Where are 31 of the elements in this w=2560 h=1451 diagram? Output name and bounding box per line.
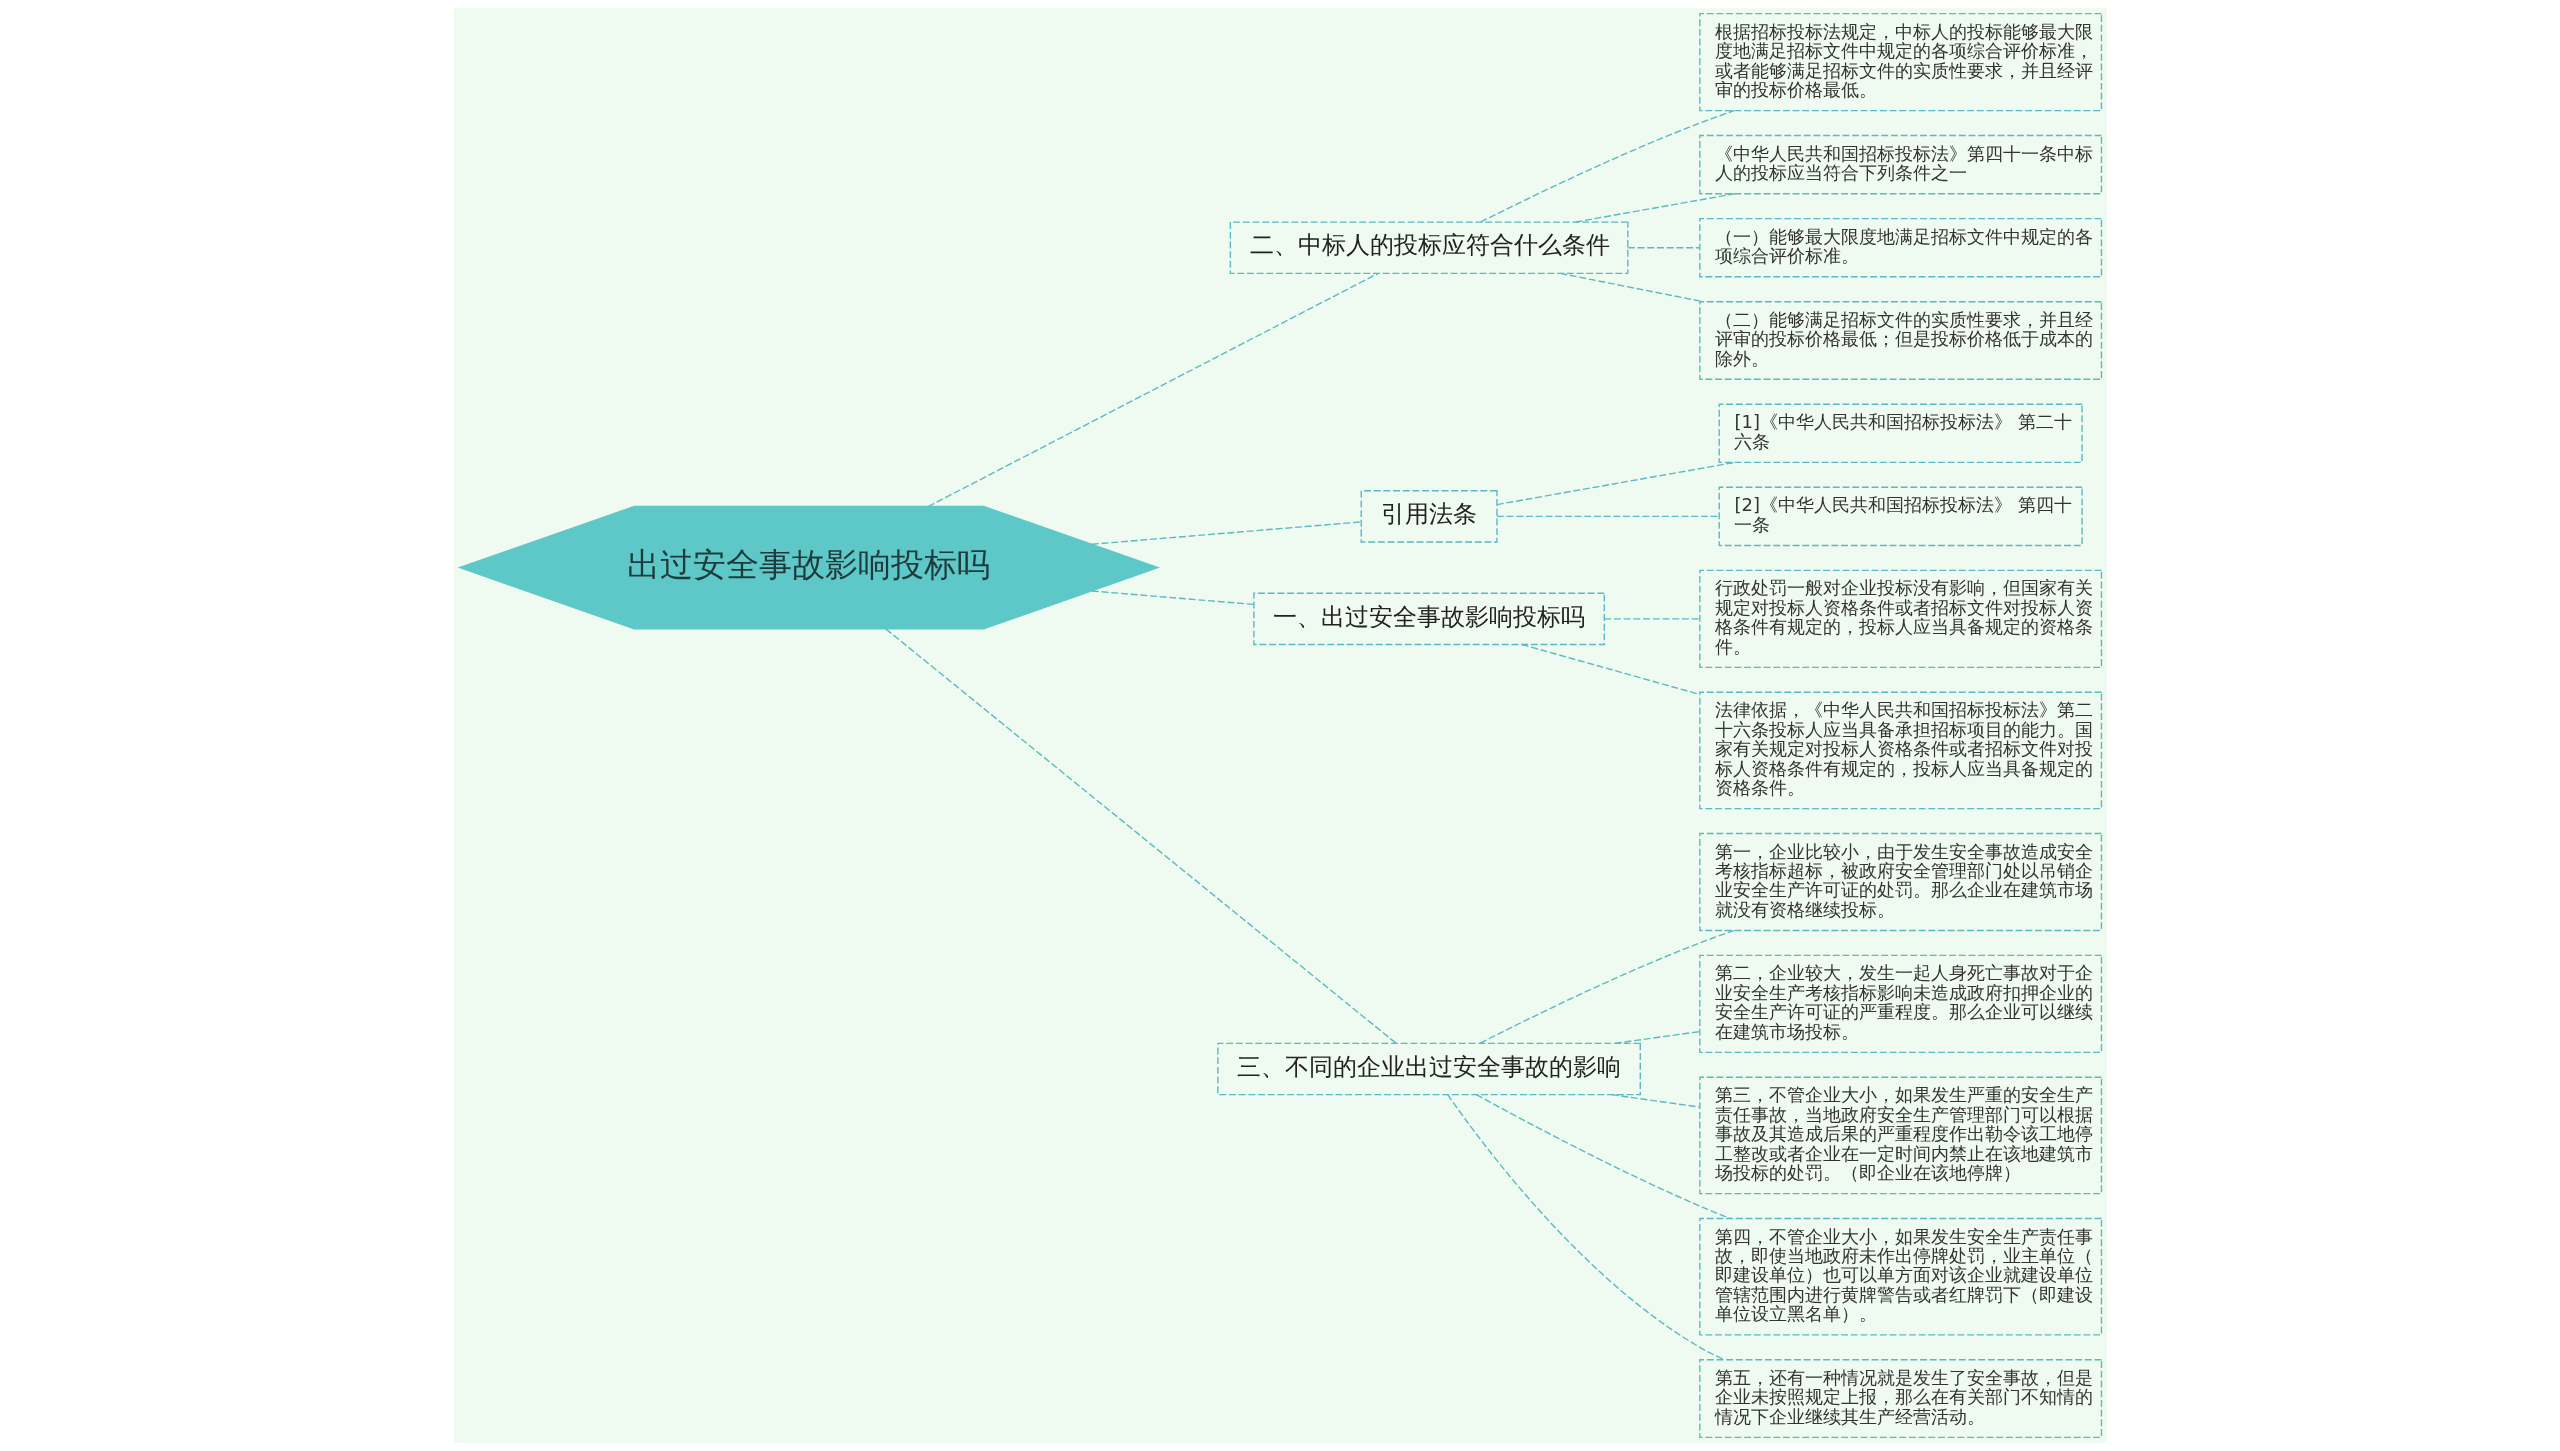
connector [1613,1030,1700,1044]
node-box: 一、出过安全事故影响投标吗 [1252,592,1605,646]
connector [1495,461,1735,506]
node-box: 根据招标投标法规定，中标人的投标能够最大限度地满足招标文件中规定的各项综合评价标准，或者能够满足招标文件的实质性要求，并且经评审的投标价格最低。 [1698,12,2102,112]
connector [1475,1093,1731,1220]
node-box: 法律依据，《中华人民共和国招标投标法》第二十六条投标人应当具备承担招标项目的能力。国家有关规定对投标人资格条件或者招标文件对投标人资格条件有规定的，投标人应当具备规定的资格条件。 [1698,691,2102,810]
node-box: 三、不同的企业出过安全事故的影响 [1216,1042,1641,1096]
node-box: （一）能够最大限度地满足招标文件中规定的各项综合评价标准。 [1698,217,2102,278]
node-box: 行政处罚一般对企业投标没有影响，但国家有关规定对投标人资格条件或者招标文件对投标人资格条件有规定的，投标人应当具备规定的资格条件。 [1698,569,2102,669]
connector [1495,515,1720,518]
connector [1446,1093,1725,1361]
node-box: 二、中标人的投标应符合什么条件 [1229,221,1628,274]
node-box: 第四，不管企业大小，如果发生安全生产责任事故，即使当地政府未作出停牌处罚，业主单位（即建设单位）也可以单方面对该企业就建设单位管辖范围内进行黄牌警告或者红牌罚下（即建设单位设立黑名单）。 [1698,1217,2102,1336]
connector [1559,272,1704,303]
connector [884,628,1397,1044]
connector [1626,247,1700,249]
connector [1090,521,1361,545]
node-box: 《中华人民共和国招标投标法》第四十一条中标人的投标应当符合下列条件之一 [1698,134,2102,195]
connector [1603,618,1700,620]
node-box: 第一，企业比较小，由于发生安全事故造成安全考核指标超标，被政府安全管理部门处以吊销企业安全生产许可证的处罚。那么企业在建筑市场就没有资格继续投标。 [1698,832,2102,932]
node-box: [1]《中华人民共和国招标投标法》 第二十六条 [1718,403,2083,464]
connector [1610,1093,1700,1108]
node-box: [2]《中华人民共和国招标投标法》 第四十一条 [1718,486,2083,547]
node-box: 第三，不管企业大小，如果发生严重的安全生产责任事故，当地政府安全生产管理部门可以根据事故及其造成后果的严重程度作出勒令该工地停工整改或者企业在一定时间内禁止在该地建筑市场投标的处罚。（即企业在该地停牌） [1698,1076,2102,1195]
connector [1520,643,1700,696]
connector [1090,590,1254,606]
node-box: 引用法条 [1360,490,1498,543]
node-box: （二）能够满足招标文件的实质性要求，并且经评审的投标价格最低；但是投标价格低于成本的除外。 [1698,301,2102,380]
node-box: 第五，还有一种情况就是发生了安全事故，但是企业未按照规定上报，那么在有关部门不知情的情况下企业继续其生产经营活动。 [1698,1359,2102,1439]
node-box: 第二，企业较大，发生一起人身死亡事故对于企业安全生产考核指标影响未造成政府扣押企业的安全生产许可证的严重程度。那么企业可以继续在建筑市场投标。 [1698,954,2102,1054]
connector [927,272,1379,508]
